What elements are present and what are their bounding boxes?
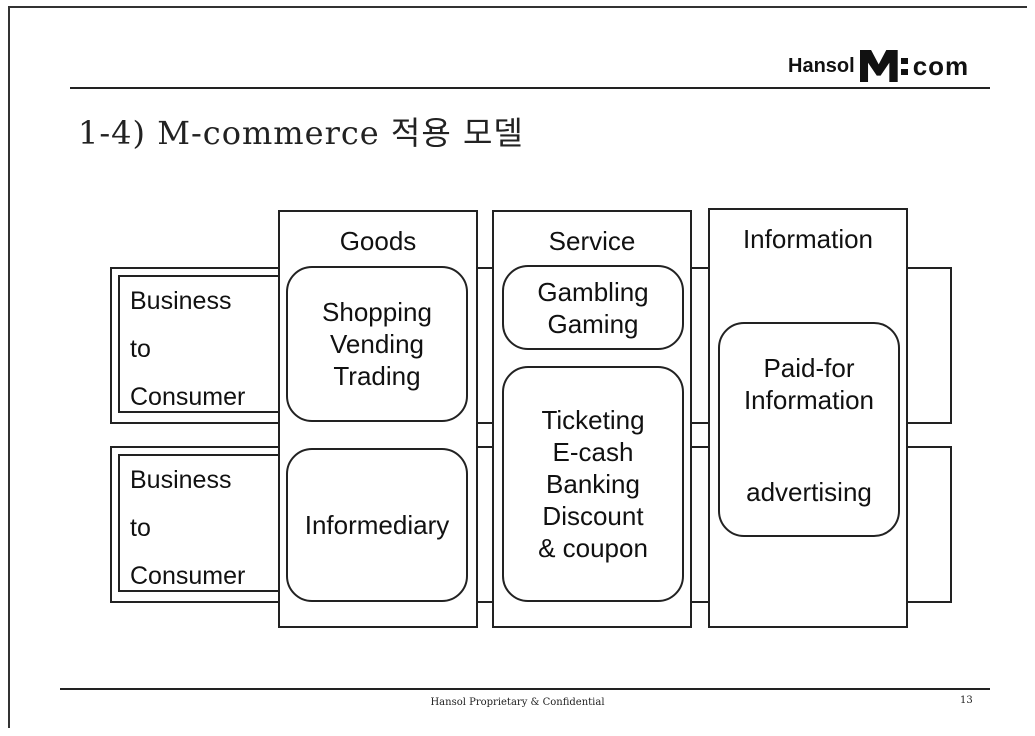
logo-dots-icon <box>900 57 908 75</box>
column-heading-service: Service <box>548 226 636 256</box>
box-line: Discount <box>542 501 644 531</box>
box-line: Paid-for <box>763 353 855 383</box>
box-line: Shopping <box>322 297 432 327</box>
box-line: & coupon <box>538 533 648 563</box>
row-label-1: Business to Consumer <box>118 275 288 413</box>
row-label-line: Consumer <box>130 562 246 590</box>
information-box: Paid-for Information advertising <box>718 322 900 537</box>
footer-confidential: Hansol Proprietary & Confidential <box>430 697 605 708</box>
row-label-line: Business <box>130 466 232 494</box>
row-label-line: to <box>130 335 151 363</box>
goods-box-informediary: Informediary <box>286 448 468 602</box>
box-line: Trading <box>333 361 421 391</box>
hansol-mcom-logo: Hansol com <box>788 50 969 82</box>
goods-box-shopping: Shopping Vending Trading <box>286 266 468 422</box>
box-line: Ticketing <box>541 405 645 435</box>
row-label-line: Consumer <box>130 383 246 411</box>
slide-title: 1-4) M-commerce 적용 모델 <box>78 114 524 152</box>
box-line: Banking <box>546 469 640 499</box>
box-line: Gaming <box>547 308 639 339</box>
logo-suffix: com <box>912 50 970 81</box>
box-line: E-cash <box>552 437 634 467</box>
column-heading-information: Information <box>742 224 874 254</box>
header-divider <box>70 87 990 89</box>
service-box-ticketing: Ticketing E-cash Banking Discount & coup… <box>502 366 684 602</box>
row-label-line: to <box>130 514 151 542</box>
footer-divider <box>60 688 990 690</box>
row-label-2: Business to Consumer <box>118 454 288 592</box>
box-line: Information <box>743 385 875 415</box>
box-line: Informediary <box>304 510 450 540</box>
row-label-line: Business <box>130 287 232 315</box>
service-box-gambling: Gambling Gaming <box>502 265 684 350</box>
column-heading-goods: Goods <box>339 226 417 256</box>
slide-frame <box>8 6 1027 728</box>
m-logo-icon <box>859 50 898 82</box>
logo-wordmark: Hansol <box>788 54 855 77</box>
box-line: Gambling <box>537 276 649 307</box>
box-line: Vending <box>330 329 424 359</box>
page-number: 13 <box>960 695 973 706</box>
box-line: advertising <box>746 477 872 507</box>
